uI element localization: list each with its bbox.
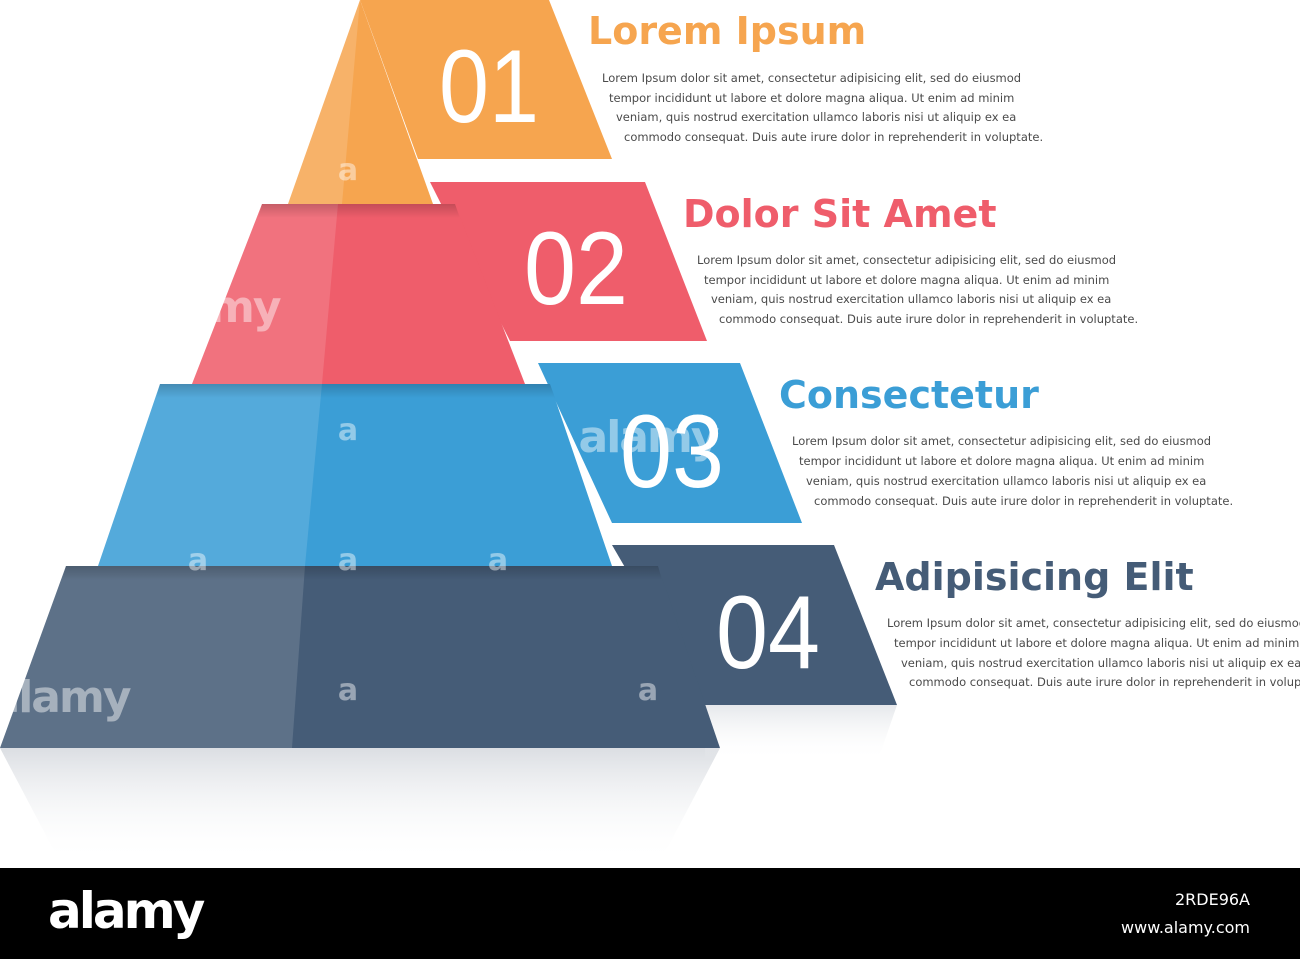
step-title: Lorem Ipsum	[588, 9, 866, 53]
pyramid-layer-2-shape	[192, 204, 525, 384]
watermark-mark: a	[638, 673, 658, 708]
pyramid-layer-3	[98, 384, 612, 566]
watermark-mark: a	[338, 153, 358, 188]
step-tab-3-shape	[538, 363, 802, 523]
step-tab-2: 02	[430, 182, 707, 341]
pyramid-layer-4-shape	[0, 566, 720, 748]
step-tab-3: 03	[538, 363, 802, 523]
step-body-line: Lorem Ipsum dolor sit amet, consectetur …	[602, 71, 1021, 85]
step-number-03: 03	[620, 394, 724, 510]
tab-4-reflection	[705, 705, 897, 760]
step-body-line: veniam, quis nostrud exercitation ullamc…	[901, 656, 1300, 670]
layer-4-highlight	[0, 566, 305, 748]
step-number-04: 04	[716, 575, 820, 691]
step-tab-1: 01	[360, 0, 612, 159]
step-tab-2-shape	[430, 182, 707, 341]
step-text-3: Consectetur Lorem Ipsum dolor sit amet, …	[779, 373, 1233, 508]
step-text-1: Lorem Ipsum Lorem Ipsum dolor sit amet, …	[588, 9, 1043, 144]
stock-footer-bar: alamy 2RDE96A www.alamy.com	[0, 868, 1300, 959]
step-body-line: veniam, quis nostrud exercitation ullamc…	[806, 474, 1206, 488]
pyramid-layer-4	[0, 566, 720, 748]
layer-1-highlight	[288, 0, 360, 204]
step-body-line: commodo consequat. Duis aute irure dolor…	[624, 130, 1043, 144]
pyramid-layer-1-shape	[288, 0, 433, 204]
watermark-mark: a	[488, 153, 508, 188]
step-body-line: Lorem Ipsum dolor sit amet, consectetur …	[697, 253, 1116, 267]
site-url: www.alamy.com	[1121, 918, 1250, 937]
pyramid-layer-2	[192, 204, 525, 384]
pyramid-layer-1	[288, 0, 433, 204]
layer-3-highlight	[98, 384, 322, 566]
watermark-word: alamy	[0, 672, 131, 723]
step-number-01: 01	[439, 29, 539, 145]
image-code: 2RDE96A	[1174, 890, 1250, 909]
watermark: a a a a a a a a alamy alamy alamy	[0, 153, 721, 723]
layer-2-highlight	[192, 204, 338, 384]
step-body-line: tempor incididunt ut labore et dolore ma…	[704, 273, 1109, 287]
alamy-logo: alamy	[48, 882, 205, 940]
watermark-mark: a	[188, 543, 208, 578]
step-text-4: Adipisicing Elit Lorem Ipsum dolor sit a…	[875, 555, 1300, 689]
watermark-word: alamy	[579, 412, 719, 463]
step-text-2: Dolor Sit Amet Lorem Ipsum dolor sit ame…	[683, 192, 1138, 326]
step-body-line: commodo consequat. Duis aute irure dolor…	[719, 312, 1138, 326]
step-body-line: veniam, quis nostrud exercitation ullamc…	[711, 292, 1111, 306]
step-body-line: tempor incididunt ut labore et dolore ma…	[894, 636, 1299, 650]
layer-3-shadow	[156, 384, 555, 398]
watermark-mark: a	[338, 413, 358, 448]
watermark-mark: a	[338, 673, 358, 708]
watermark-mark: a	[338, 543, 358, 578]
step-body-line: Lorem Ipsum dolor sit amet, consectetur …	[792, 434, 1211, 448]
step-body-line: tempor incididunt ut labore et dolore ma…	[799, 454, 1204, 468]
step-body-line: Lorem Ipsum dolor sit amet, consectetur …	[887, 616, 1300, 630]
layer-2-shadow	[258, 204, 460, 218]
step-body-line: commodo consequat. Duis aute irure dolor…	[909, 675, 1300, 689]
watermark-mark: a	[488, 543, 508, 578]
step-number-02: 02	[524, 211, 628, 327]
step-body-line: veniam, quis nostrud exercitation ullamc…	[616, 110, 1016, 124]
step-title: Consectetur	[779, 373, 1039, 417]
step-title: Dolor Sit Amet	[683, 192, 996, 236]
layer-4-shadow	[62, 566, 662, 580]
watermark-word: alamy	[141, 282, 281, 333]
step-title: Adipisicing Elit	[875, 555, 1194, 599]
pyramid-reflection	[0, 748, 720, 862]
step-body-line: commodo consequat. Duis aute irure dolor…	[814, 494, 1233, 508]
step-tab-1-shape	[360, 0, 612, 159]
step-body-line: tempor incididunt ut labore et dolore ma…	[609, 91, 1014, 105]
pyramid-layer-3-shape	[98, 384, 612, 566]
